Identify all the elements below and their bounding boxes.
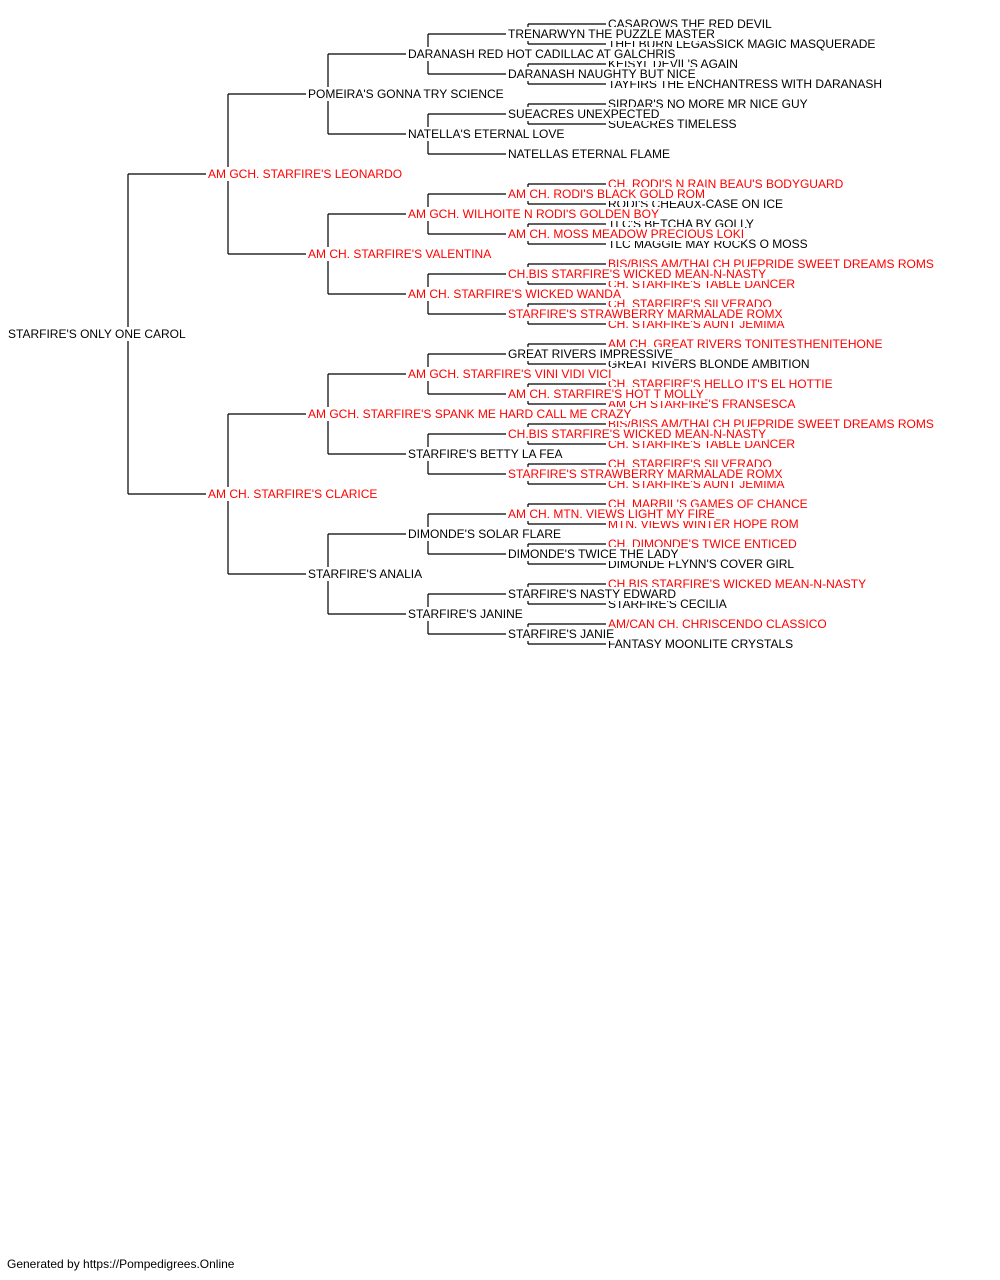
- pedigree-entry: CH.BIS STARFIRE'S WICKED MEAN-N-NASTY: [507, 427, 768, 441]
- pedigree-entry: FANTASY MOONLITE CRYSTALS: [607, 637, 795, 651]
- pedigree-entry: AM CH. MOSS MEADOW PRECIOUS LOKI: [507, 227, 746, 241]
- pedigree-entry: STARFIRE'S ONLY ONE CAROL: [7, 327, 187, 341]
- pedigree-entry: NATELLA'S ETERNAL LOVE: [407, 127, 566, 141]
- pedigree-entry: AM CH. STARFIRE'S HOT T MOLLY: [507, 387, 705, 401]
- pedigree-entry: AM/CAN CH. CHRISCENDO CLASSICO: [607, 617, 828, 631]
- pedigree-entry: NATELLAS ETERNAL FLAME: [507, 147, 672, 161]
- pedigree-entry: SUEACRES UNEXPECTED: [507, 107, 661, 121]
- pedigree-entry: DIMONDE'S SOLAR FLARE: [407, 527, 562, 541]
- pedigree-entry: DIMONDE'S TWICE THE LADY: [507, 547, 680, 561]
- pedigree-entry: AM CH. STARFIRE'S VALENTINA: [307, 247, 493, 261]
- footer-credit: Generated by https://Pompedigrees.Online: [7, 1257, 235, 1271]
- pedigree-entry: DARANASH NAUGHTY BUT NICE: [507, 67, 697, 81]
- pedigree-entry: STARFIRE'S JANIE: [507, 627, 616, 641]
- pedigree-entry: CH.BIS STARFIRE'S WICKED MEAN-N-NASTY: [507, 267, 768, 281]
- pedigree-entry: AM CH. MTN. VIEWS LIGHT MY FIRE: [507, 507, 716, 521]
- pedigree-entry: AM GCH. STARFIRE'S LEONARDO: [207, 167, 404, 181]
- pedigree-entry: AM CH. RODI'S BLACK GOLD ROM: [507, 187, 706, 201]
- pedigree-entry: AM GCH. STARFIRE'S VINI VIDI VICI: [407, 367, 613, 381]
- pedigree-entry: POMEIRA'S GONNA TRY SCIENCE: [307, 87, 505, 101]
- pedigree-entry: AM CH. GREAT RIVERS TONITESTHENITEHONE: [607, 337, 884, 351]
- pedigree-entry: STARFIRE'S JANINE: [407, 607, 524, 621]
- pedigree-entry: TRENARWYN THE PUZZLE MASTER: [507, 27, 716, 41]
- pedigree-entry: STARFIRE'S STRAWBERRY MARMALADE ROMX: [507, 307, 784, 321]
- pedigree-entry: AM GCH. STARFIRE'S SPANK ME HARD CALL ME…: [307, 407, 633, 421]
- pedigree-entry: STARFIRE'S STRAWBERRY MARMALADE ROMX: [507, 467, 784, 481]
- pedigree-entry: AM GCH. WILHOITE N RODI'S GOLDEN BOY: [407, 207, 660, 221]
- pedigree-entry: GREAT RIVERS IMPRESSIVE: [507, 347, 674, 361]
- pedigree-entry: AM CH. STARFIRE'S WICKED WANDA: [407, 287, 622, 301]
- pedigree-entry: STARFIRE'S NASTY EDWARD: [507, 587, 678, 601]
- pedigree-entry: DARANASH RED HOT CADILLAC AT GALCHRIS: [407, 47, 677, 61]
- pedigree-entry: AM CH. STARFIRE'S CLARICE: [207, 487, 379, 501]
- pedigree-entry: STARFIRE'S ANALIA: [307, 567, 424, 581]
- pedigree-entry: STARFIRE'S BETTY LA FEA: [407, 447, 564, 461]
